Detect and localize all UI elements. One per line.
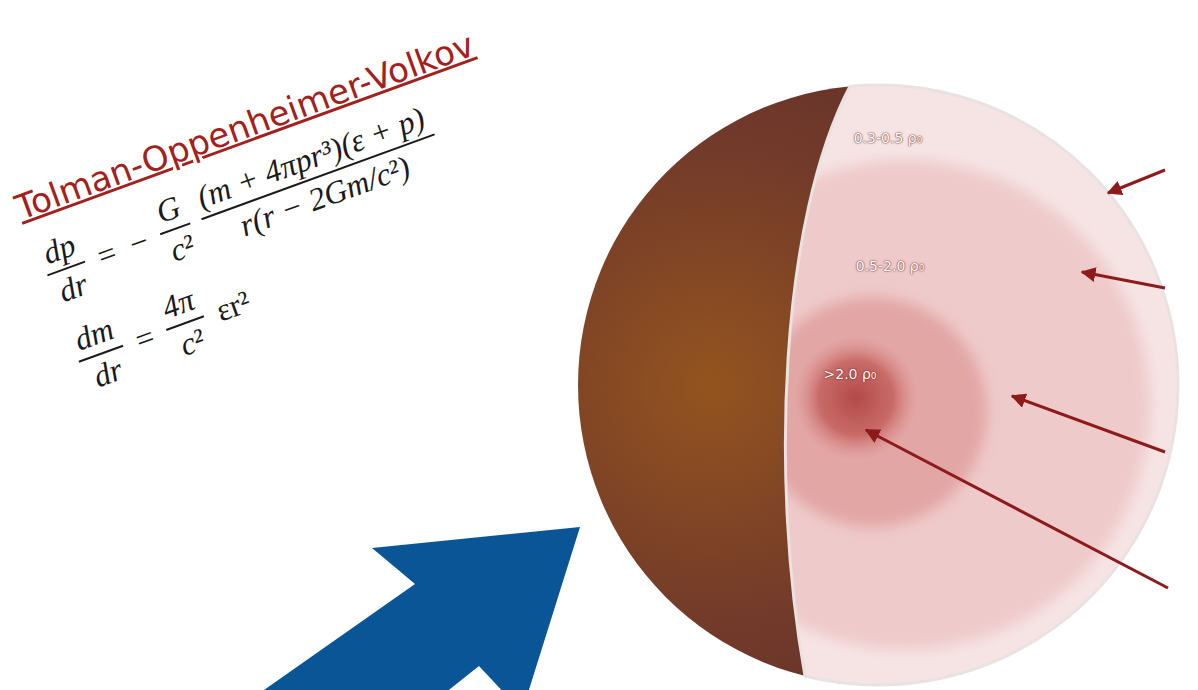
operator: = (92, 233, 122, 274)
operator: − (124, 222, 154, 263)
operator: = (130, 317, 160, 358)
core-center (794, 336, 918, 460)
fraction: 4πc² (153, 280, 217, 367)
pointer-arrow (1108, 170, 1165, 193)
density-label: >2.0 ρ₀ (824, 366, 877, 382)
equation-block: Tolman-Oppenheimer-Volkovdpdr=−Gc²(m + 4… (10, 24, 542, 400)
density-label: 0.5-2.0 ρ₀ (856, 258, 925, 274)
operator: εr² (211, 283, 255, 329)
fraction: dpdr (34, 225, 98, 312)
crust-layer (560, 60, 1198, 690)
cut-rim (785, 85, 1178, 685)
denominator: c² (161, 224, 204, 271)
cut-face (560, 60, 1198, 690)
outer-core-layer (660, 160, 1150, 650)
blue-arrow (150, 527, 580, 690)
pointer-arrow (866, 430, 1168, 588)
pointer-arrow (1012, 396, 1165, 452)
pointer-arrow (1082, 272, 1165, 288)
density-label: 0.3-0.5 ρ₀ (854, 130, 923, 146)
fraction: dmdr (66, 309, 137, 398)
